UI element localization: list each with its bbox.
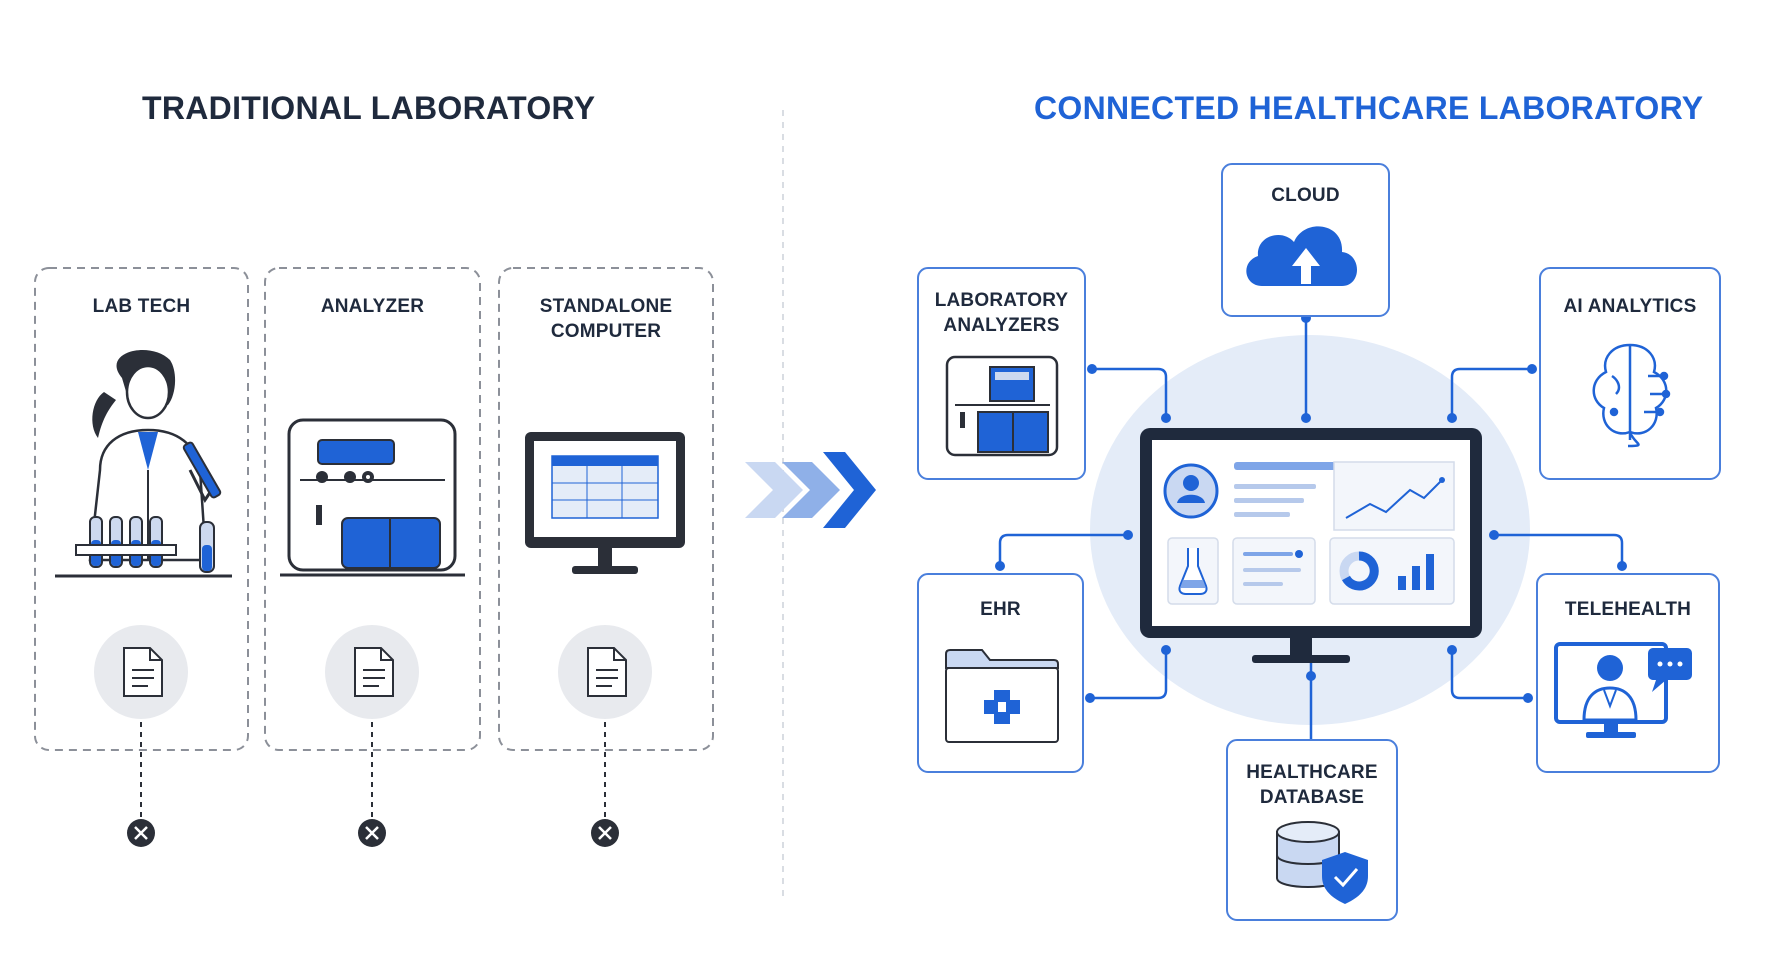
ehr-folder-icon — [945, 649, 1059, 743]
analyzer-icon — [280, 418, 465, 577]
disconnect-x-icons — [127, 819, 619, 847]
standalone-computer-label: STANDALONE COMPUTER — [539, 296, 673, 342]
document-icon-2 — [325, 625, 419, 719]
traditional-lab-title: TRADITIONAL LABORATORY — [142, 90, 596, 126]
standalone-computer-box — [498, 267, 714, 751]
ai-analytics-label: AI ANALYTICS — [1563, 296, 1697, 317]
cloud-upload-icon — [1246, 226, 1357, 286]
disconnect-x-icon-1 — [127, 819, 155, 847]
lab-tech-box — [34, 267, 249, 751]
lab-tech-label: LAB TECH — [92, 296, 191, 317]
lab-tech-icon — [55, 349, 232, 578]
connector-lines — [998, 316, 1624, 740]
line-chart-widget — [1333, 461, 1455, 531]
connected-lab-title: CONNECTED HEALTHCARE LABORATORY — [1034, 90, 1704, 126]
disconnect-x-icon-2 — [358, 819, 386, 847]
transition-arrow-icon — [745, 452, 876, 528]
lab-analyzer-icon — [945, 355, 1059, 457]
connector-dots — [995, 313, 1627, 703]
ai-brain-icon — [1592, 343, 1671, 448]
document-icon-1 — [94, 625, 188, 719]
telehealth-icon — [1554, 642, 1692, 738]
flask-widget — [1167, 537, 1219, 605]
cloud-label: CLOUD — [1271, 185, 1340, 206]
telehealth-label: TELEHEALTH — [1564, 599, 1692, 620]
donut-bar-widget — [1329, 537, 1455, 605]
profile-widget — [1163, 463, 1219, 519]
disconnected-lines — [140, 722, 606, 818]
dashboard-monitor — [1140, 428, 1482, 663]
analyzer-box — [264, 267, 481, 751]
document-icons — [94, 625, 652, 719]
ehr-label: EHR — [980, 599, 1021, 620]
standalone-computer-icon — [525, 432, 685, 574]
list-widget — [1232, 537, 1316, 605]
document-icon-3 — [558, 625, 652, 719]
lab-analyzers-label: LABORATORY ANALYZERS — [934, 290, 1069, 336]
healthcare-database-label: HEALTHCARE DATABASE — [1246, 762, 1378, 808]
analyzer-label: ANALYZER — [320, 296, 425, 317]
disconnect-x-icon-3 — [591, 819, 619, 847]
database-shield-icon — [1276, 821, 1368, 904]
